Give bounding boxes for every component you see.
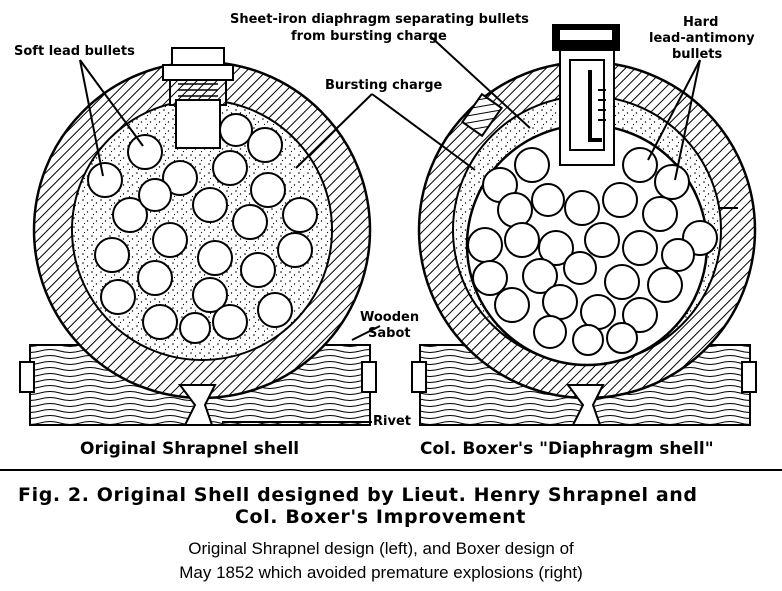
right-rivet (566, 384, 605, 426)
left-bullets (87, 113, 318, 344)
image-caption-line2: May 1852 which avoided premature explosi… (179, 563, 583, 582)
label-bursting-charge: Bursting charge (325, 78, 443, 93)
shell-diagram (0, 24, 782, 471)
label-soft-lead-bullets: Soft lead bullets (14, 44, 135, 59)
label-hard-line3: bullets (672, 47, 723, 62)
figure-frame: Soft lead bullets Sheet-iron diaphragm s… (0, 12, 782, 528)
label-rivet: Rivet (373, 414, 411, 429)
figure-title-line2: Col. Boxer's Improvement (235, 506, 526, 528)
right-fuse (461, 24, 620, 166)
label-sabot-line1: Wooden (360, 310, 420, 325)
image-caption: Original Shrapnel design (left), and Box… (0, 537, 782, 591)
figure-title: Fig. 2. Original Shell designed by Lieut… (18, 484, 778, 528)
label-diaphragm-line2: from bursting charge (291, 29, 447, 44)
left-rivet (178, 384, 217, 426)
right-bullets (467, 147, 718, 356)
label-sabot-line2: Sabot (368, 326, 411, 341)
leader-lines (79, 35, 738, 423)
caption-right-shell: Col. Boxer's "Diaphragm shell" (420, 439, 714, 459)
label-hard-line2: lead-antimony (649, 31, 755, 46)
figure-title-line1: Fig. 2. Original Shell designed by Lieut… (18, 484, 698, 506)
image-caption-line1: Original Shrapnel design (left), and Box… (188, 539, 574, 558)
caption-left-shell: Original Shrapnel shell (80, 439, 300, 459)
label-diaphragm-line1: Sheet-iron diaphragm separating bullets (230, 12, 529, 27)
label-hard-line1: Hard (683, 15, 719, 30)
left-fuse (162, 47, 234, 149)
